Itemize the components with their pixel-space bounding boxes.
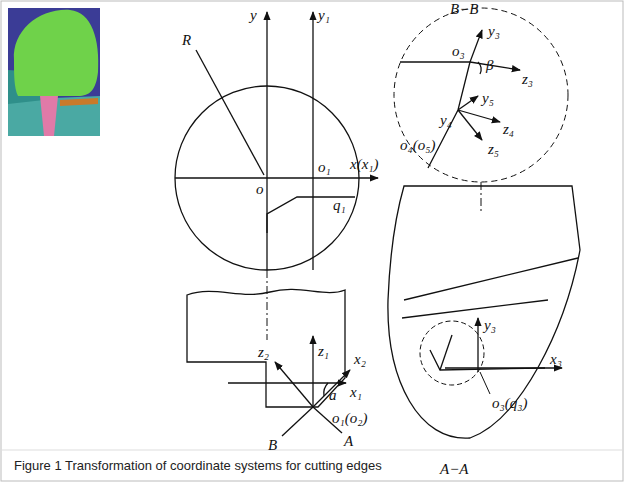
axis-label: o₃(q₃) [492, 396, 527, 411]
axis-label: o₁(o₂) [332, 411, 367, 426]
axis-label: o₃ [452, 44, 465, 59]
axis-label: x₃ [550, 352, 562, 367]
axis-label: q₁ [333, 198, 346, 213]
axis-label: A [344, 434, 353, 449]
axis-label: y₃ [484, 318, 496, 333]
axis-label: x₂ [354, 352, 366, 367]
axis-label: a [329, 388, 337, 403]
axis-label: β [486, 58, 493, 73]
axis-label: o [256, 182, 264, 197]
axis-label: x₁ [350, 385, 362, 400]
axis-label: z₂ [258, 345, 269, 360]
axis-label: y₁ [318, 8, 330, 23]
axis-label: z₅ [488, 142, 499, 157]
figure-caption: Figure 1 Transformation of coordinate sy… [14, 458, 382, 473]
axis-label: z₁ [318, 344, 329, 359]
axis-label: z₃ [522, 72, 533, 87]
axis-label: x(x₁) [350, 157, 379, 172]
axis-label: B [268, 438, 277, 453]
axis-label: y₄ [440, 113, 452, 128]
axis-label: R [182, 33, 191, 48]
axis-label: o₁ [318, 160, 331, 175]
axis-label: y₅ [482, 91, 494, 106]
axis-label: B−B [450, 2, 478, 17]
axis-label: z₄ [503, 122, 514, 137]
axis-label: A−A [440, 462, 468, 477]
axis-label: y₃ [488, 24, 500, 39]
axis-label: y [250, 8, 257, 23]
axis-label: o₄(o₅) [400, 138, 435, 153]
